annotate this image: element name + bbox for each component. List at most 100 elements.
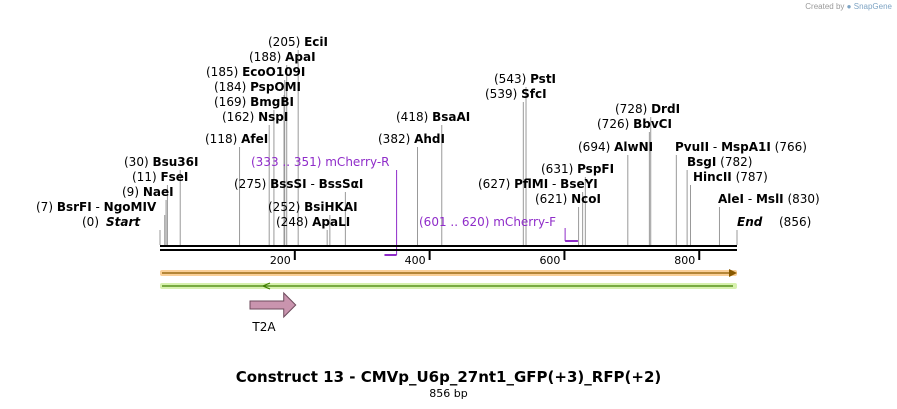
- enzyme-name: EciI: [304, 35, 328, 49]
- enzyme-position: (248): [276, 215, 312, 229]
- enzyme-position: (694): [578, 140, 614, 154]
- enzyme-label-bsgi[interactable]: BsgI (782): [687, 155, 752, 169]
- enzyme-position: (252): [268, 200, 304, 214]
- enzyme-position: (184): [214, 80, 250, 94]
- enzyme-label-pspomi[interactable]: (184) PspOMI: [214, 80, 301, 94]
- enzyme-label-bmgbi[interactable]: (169) BmgBI: [214, 95, 294, 109]
- enzyme-position: (539): [485, 87, 521, 101]
- enzyme-name: EcoO109I: [242, 65, 305, 79]
- enzyme-position: (830): [784, 192, 820, 206]
- tick-label-600: 600: [539, 254, 560, 267]
- enzyme-position: (766): [771, 140, 807, 154]
- enzyme-name: BsiHKAI: [304, 200, 358, 214]
- enzyme-sep: -: [744, 192, 756, 206]
- enzyme-name: ApaI: [285, 50, 315, 64]
- enzyme-label-pspfi[interactable]: (631) PspFI: [541, 162, 614, 176]
- enzyme-label-bsrfi[interactable]: (7) BsrFI - NgoMIV: [36, 200, 157, 214]
- enzyme-name: AhdI: [414, 132, 445, 146]
- enzyme-sep: -: [92, 200, 104, 214]
- enzyme-position: (782): [716, 155, 752, 169]
- enzyme-position: (627): [478, 177, 514, 191]
- enzyme-position: (275): [234, 177, 270, 191]
- enzyme-label-fsei[interactable]: (11) FseI: [132, 170, 188, 184]
- enzyme-label-alwni[interactable]: (694) AlwNI: [578, 140, 653, 154]
- enzyme-label-alei[interactable]: AleI - MslI (830): [718, 192, 820, 206]
- enzyme-position: (382): [378, 132, 414, 146]
- enzyme-name: AleI: [718, 192, 744, 206]
- enzyme-label-bbvci[interactable]: (726) BbvCI: [597, 117, 672, 131]
- enzyme-name-2: MspA1I: [721, 140, 771, 154]
- enzyme-label-drdi[interactable]: (728) DrdI: [615, 102, 680, 116]
- enzyme-name-2: BssSαI: [319, 177, 364, 191]
- enzyme-label-pvuii[interactable]: PvuII - MspA1I (766): [675, 140, 807, 154]
- start-position-label: (0): [82, 215, 99, 229]
- credit-prefix: Created by: [805, 2, 845, 11]
- enzyme-position: (162): [222, 110, 258, 124]
- enzyme-name: ApaLI: [312, 215, 350, 229]
- primer-label-mcherry-f: (601 .. 620) mCherry-F: [419, 215, 556, 229]
- enzyme-name: BmgBI: [250, 95, 294, 109]
- enzyme-name: PflMI: [514, 177, 548, 191]
- enzyme-label-hincii[interactable]: HincII (787): [693, 170, 768, 184]
- enzyme-label-sfci[interactable]: (539) SfcI: [485, 87, 547, 101]
- enzyme-position: (418): [396, 110, 432, 124]
- enzyme-name: HincII: [693, 170, 732, 184]
- enzyme-position: (185): [206, 65, 242, 79]
- enzyme-label-ncoi[interactable]: (621) NcoI: [535, 192, 601, 206]
- feature-label-t2a: T2A: [251, 320, 276, 334]
- enzyme-sep: -: [548, 177, 560, 191]
- enzyme-name: PstI: [530, 72, 556, 86]
- end-position-label: (856): [779, 215, 811, 229]
- enzyme-label-ahdi[interactable]: (382) AhdI: [378, 132, 445, 146]
- feature-t2a[interactable]: [249, 291, 297, 319]
- enzyme-sep: -: [307, 177, 319, 191]
- enzyme-position: (11): [132, 170, 160, 184]
- enzyme-label-ecii[interactable]: (205) EciI: [268, 35, 328, 49]
- enzyme-name: DrdI: [651, 102, 680, 116]
- enzyme-label-naei[interactable]: (9) NaeI: [122, 185, 174, 199]
- enzyme-name: NspI: [258, 110, 288, 124]
- tick-label-800: 800: [674, 254, 695, 267]
- snapgene-credit: Created by ● SnapGene: [805, 2, 892, 11]
- tick-label-200: 200: [270, 254, 291, 267]
- construct-title: Construct 13 - CMVp_U6p_27nt1_GFP(+3)_RF…: [235, 368, 662, 386]
- enzyme-label-afei[interactable]: (118) AfeI: [205, 132, 268, 146]
- enzyme-name-2: MslI: [756, 192, 784, 206]
- enzyme-label-bsu36i[interactable]: (30) Bsu36I: [124, 155, 198, 169]
- enzyme-name: BbvCI: [633, 117, 672, 131]
- snapgene-logo-icon: ●: [846, 2, 852, 11]
- enzyme-name: NaeI: [143, 185, 174, 199]
- enzyme-name: BssSI: [270, 177, 307, 191]
- start-label: Start: [106, 215, 141, 229]
- enzyme-position: (7): [36, 200, 57, 214]
- enzyme-name: BsgI: [687, 155, 716, 169]
- enzyme-sep: -: [709, 140, 721, 154]
- enzyme-label-bsssi[interactable]: (275) BssSI - BssSαI: [234, 177, 363, 191]
- enzyme-name: PvuII: [675, 140, 709, 154]
- enzyme-label-apali[interactable]: (248) ApaLI: [276, 215, 350, 229]
- enzyme-name: BsrFI: [57, 200, 92, 214]
- enzyme-name: FseI: [160, 170, 188, 184]
- enzyme-label-pflmi[interactable]: (627) PflMI - BseYI: [478, 177, 598, 191]
- enzyme-label-nspi[interactable]: (162) NspI: [222, 110, 288, 124]
- enzyme-label-bsihkai[interactable]: (252) BsiHKAI: [268, 200, 358, 214]
- enzyme-position: (169): [214, 95, 250, 109]
- enzyme-name: NcoI: [571, 192, 601, 206]
- enzyme-position: (30): [124, 155, 152, 169]
- enzyme-position: (631): [541, 162, 577, 176]
- enzyme-position: (726): [597, 117, 633, 131]
- enzyme-label-ecoo109i[interactable]: (185) EcoO109I: [206, 65, 305, 79]
- enzyme-name-2: NgoMIV: [104, 200, 157, 214]
- enzyme-label-apai[interactable]: (188) ApaI: [249, 50, 316, 64]
- enzyme-position: (543): [494, 72, 530, 86]
- construct-length: 856 bp: [429, 387, 468, 400]
- enzyme-position: (205): [268, 35, 304, 49]
- enzyme-name-2: BseYI: [560, 177, 598, 191]
- enzyme-label-psti[interactable]: (543) PstI: [494, 72, 556, 86]
- enzyme-label-bsaai[interactable]: (418) BsaAI: [396, 110, 470, 124]
- enzyme-position: (787): [732, 170, 768, 184]
- forward-strand-bar-arrowhead-icon: [729, 269, 737, 277]
- enzyme-name: BsaAI: [432, 110, 470, 124]
- primer-label-mcherry-r: (333 .. 351) mCherry-R: [251, 155, 390, 169]
